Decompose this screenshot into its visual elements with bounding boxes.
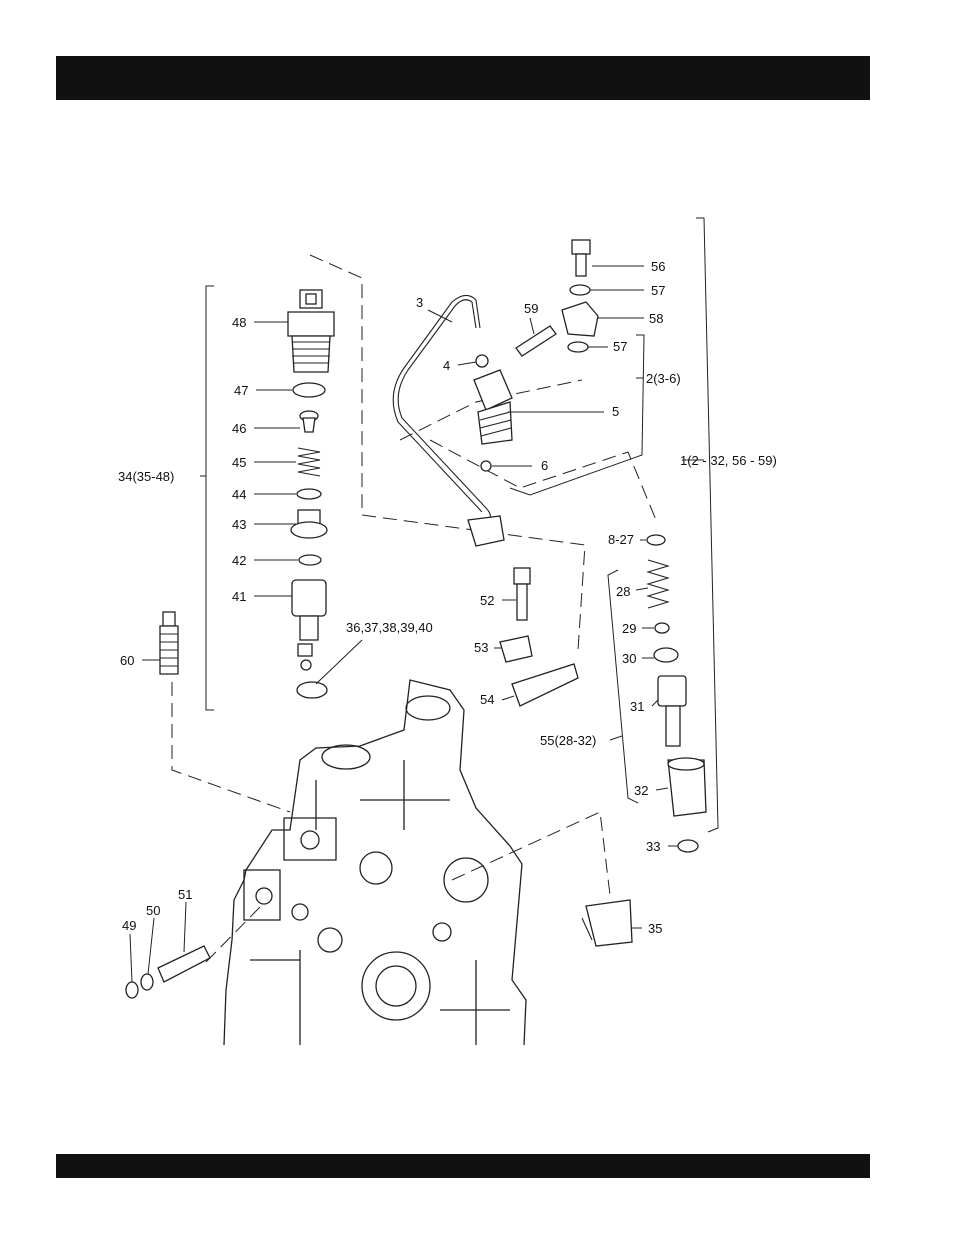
callout-55: 55(28-32) xyxy=(540,733,596,748)
dashed-guide-60 xyxy=(172,682,290,812)
part-57-washer-bottom xyxy=(568,342,588,352)
callout-35: 35 xyxy=(648,921,662,936)
part-6-seal xyxy=(481,461,491,471)
callout-34: 34(35-48) xyxy=(118,469,174,484)
part-35-sleeve xyxy=(582,900,632,946)
dashed-guide-top xyxy=(310,255,585,650)
part-3-injection-pipe xyxy=(398,300,490,520)
callout-31: 31 xyxy=(630,699,644,714)
callout-53: 53 xyxy=(474,640,488,655)
callout-60: 60 xyxy=(120,653,134,668)
part-48-fitting xyxy=(288,290,334,372)
callout-1: 1(2 - 32, 56 - 59) xyxy=(680,453,777,468)
part-46-valve-stem xyxy=(300,411,318,432)
part-53-clamp xyxy=(500,636,532,662)
group-bracket-2 xyxy=(510,335,644,495)
callout-44: 44 xyxy=(232,487,246,502)
part-45-spring xyxy=(298,448,320,476)
part-31-nozzle xyxy=(658,676,686,746)
part-36-40-ring xyxy=(297,682,327,698)
callout-42: 42 xyxy=(232,553,246,568)
callout-8-27: 8-27 xyxy=(608,532,634,547)
callout-43: 43 xyxy=(232,517,246,532)
part-32-nozzle-nut xyxy=(668,758,706,816)
part-43-valve-holder xyxy=(291,510,327,538)
footer-bar xyxy=(56,1154,870,1178)
part-5-nozzle-holder xyxy=(474,370,512,444)
part-57-washer-top xyxy=(570,285,590,295)
callout-33: 33 xyxy=(646,839,660,854)
dashed-guide-35 xyxy=(452,812,610,895)
callout-32: 32 xyxy=(634,783,648,798)
part-8-27-shim xyxy=(647,535,665,545)
part-42-gasket xyxy=(299,555,321,565)
part-59-pipe xyxy=(516,326,556,356)
callout-48: 48 xyxy=(232,315,246,330)
callout-29: 29 xyxy=(622,621,636,636)
part-58-banjo xyxy=(562,302,598,336)
callout-50: 50 xyxy=(146,903,160,918)
callout-5: 5 xyxy=(612,404,619,419)
callout-51: 51 xyxy=(178,887,192,902)
dashed-guide-2 xyxy=(430,440,656,520)
part-47-o-ring xyxy=(293,383,325,397)
callout-47: 47 xyxy=(234,383,248,398)
part-56-bolt xyxy=(572,240,590,276)
callout-6: 6 xyxy=(541,458,548,473)
group-bracket-1 xyxy=(696,218,718,832)
part-41-pump-element xyxy=(292,580,326,670)
callout-41: 41 xyxy=(232,589,246,604)
part-33-washer xyxy=(678,840,698,852)
engine-housing xyxy=(224,680,526,1045)
callout-46: 46 xyxy=(232,421,246,436)
callout-2: 2(3-6) xyxy=(646,371,681,386)
part-49-o-ring xyxy=(126,982,138,998)
callout-58: 58 xyxy=(649,311,663,326)
part-30-spacer xyxy=(654,648,678,662)
part-28-spring xyxy=(648,560,668,608)
callout-57-top: 57 xyxy=(651,283,665,298)
part-52-bolt xyxy=(514,568,530,620)
callout-49: 49 xyxy=(122,918,136,933)
callout-45: 45 xyxy=(232,455,246,470)
callout-30: 30 xyxy=(622,651,636,666)
callout-52: 52 xyxy=(480,593,494,608)
part-3-pipe-nut xyxy=(468,516,504,546)
callout-57-bottom: 57 xyxy=(613,339,627,354)
callout-59: 59 xyxy=(524,301,538,316)
part-4-seal xyxy=(476,355,488,367)
callout-56: 56 xyxy=(651,259,665,274)
callout-54: 54 xyxy=(480,692,494,707)
dashed-guide-51 xyxy=(206,905,262,962)
callout-36-40: 36,37,38,39,40 xyxy=(346,620,433,635)
group-bracket-55 xyxy=(608,570,638,803)
callout-28: 28 xyxy=(616,584,630,599)
part-44-washer xyxy=(297,489,321,499)
group-bracket-34 xyxy=(206,286,214,710)
part-60-stud xyxy=(160,612,178,674)
callout-3: 3 xyxy=(416,295,423,310)
callout-4: 4 xyxy=(443,358,450,373)
part-54-bracket xyxy=(512,664,578,706)
part-29-pin xyxy=(655,623,669,633)
part-50-o-ring xyxy=(141,974,153,990)
